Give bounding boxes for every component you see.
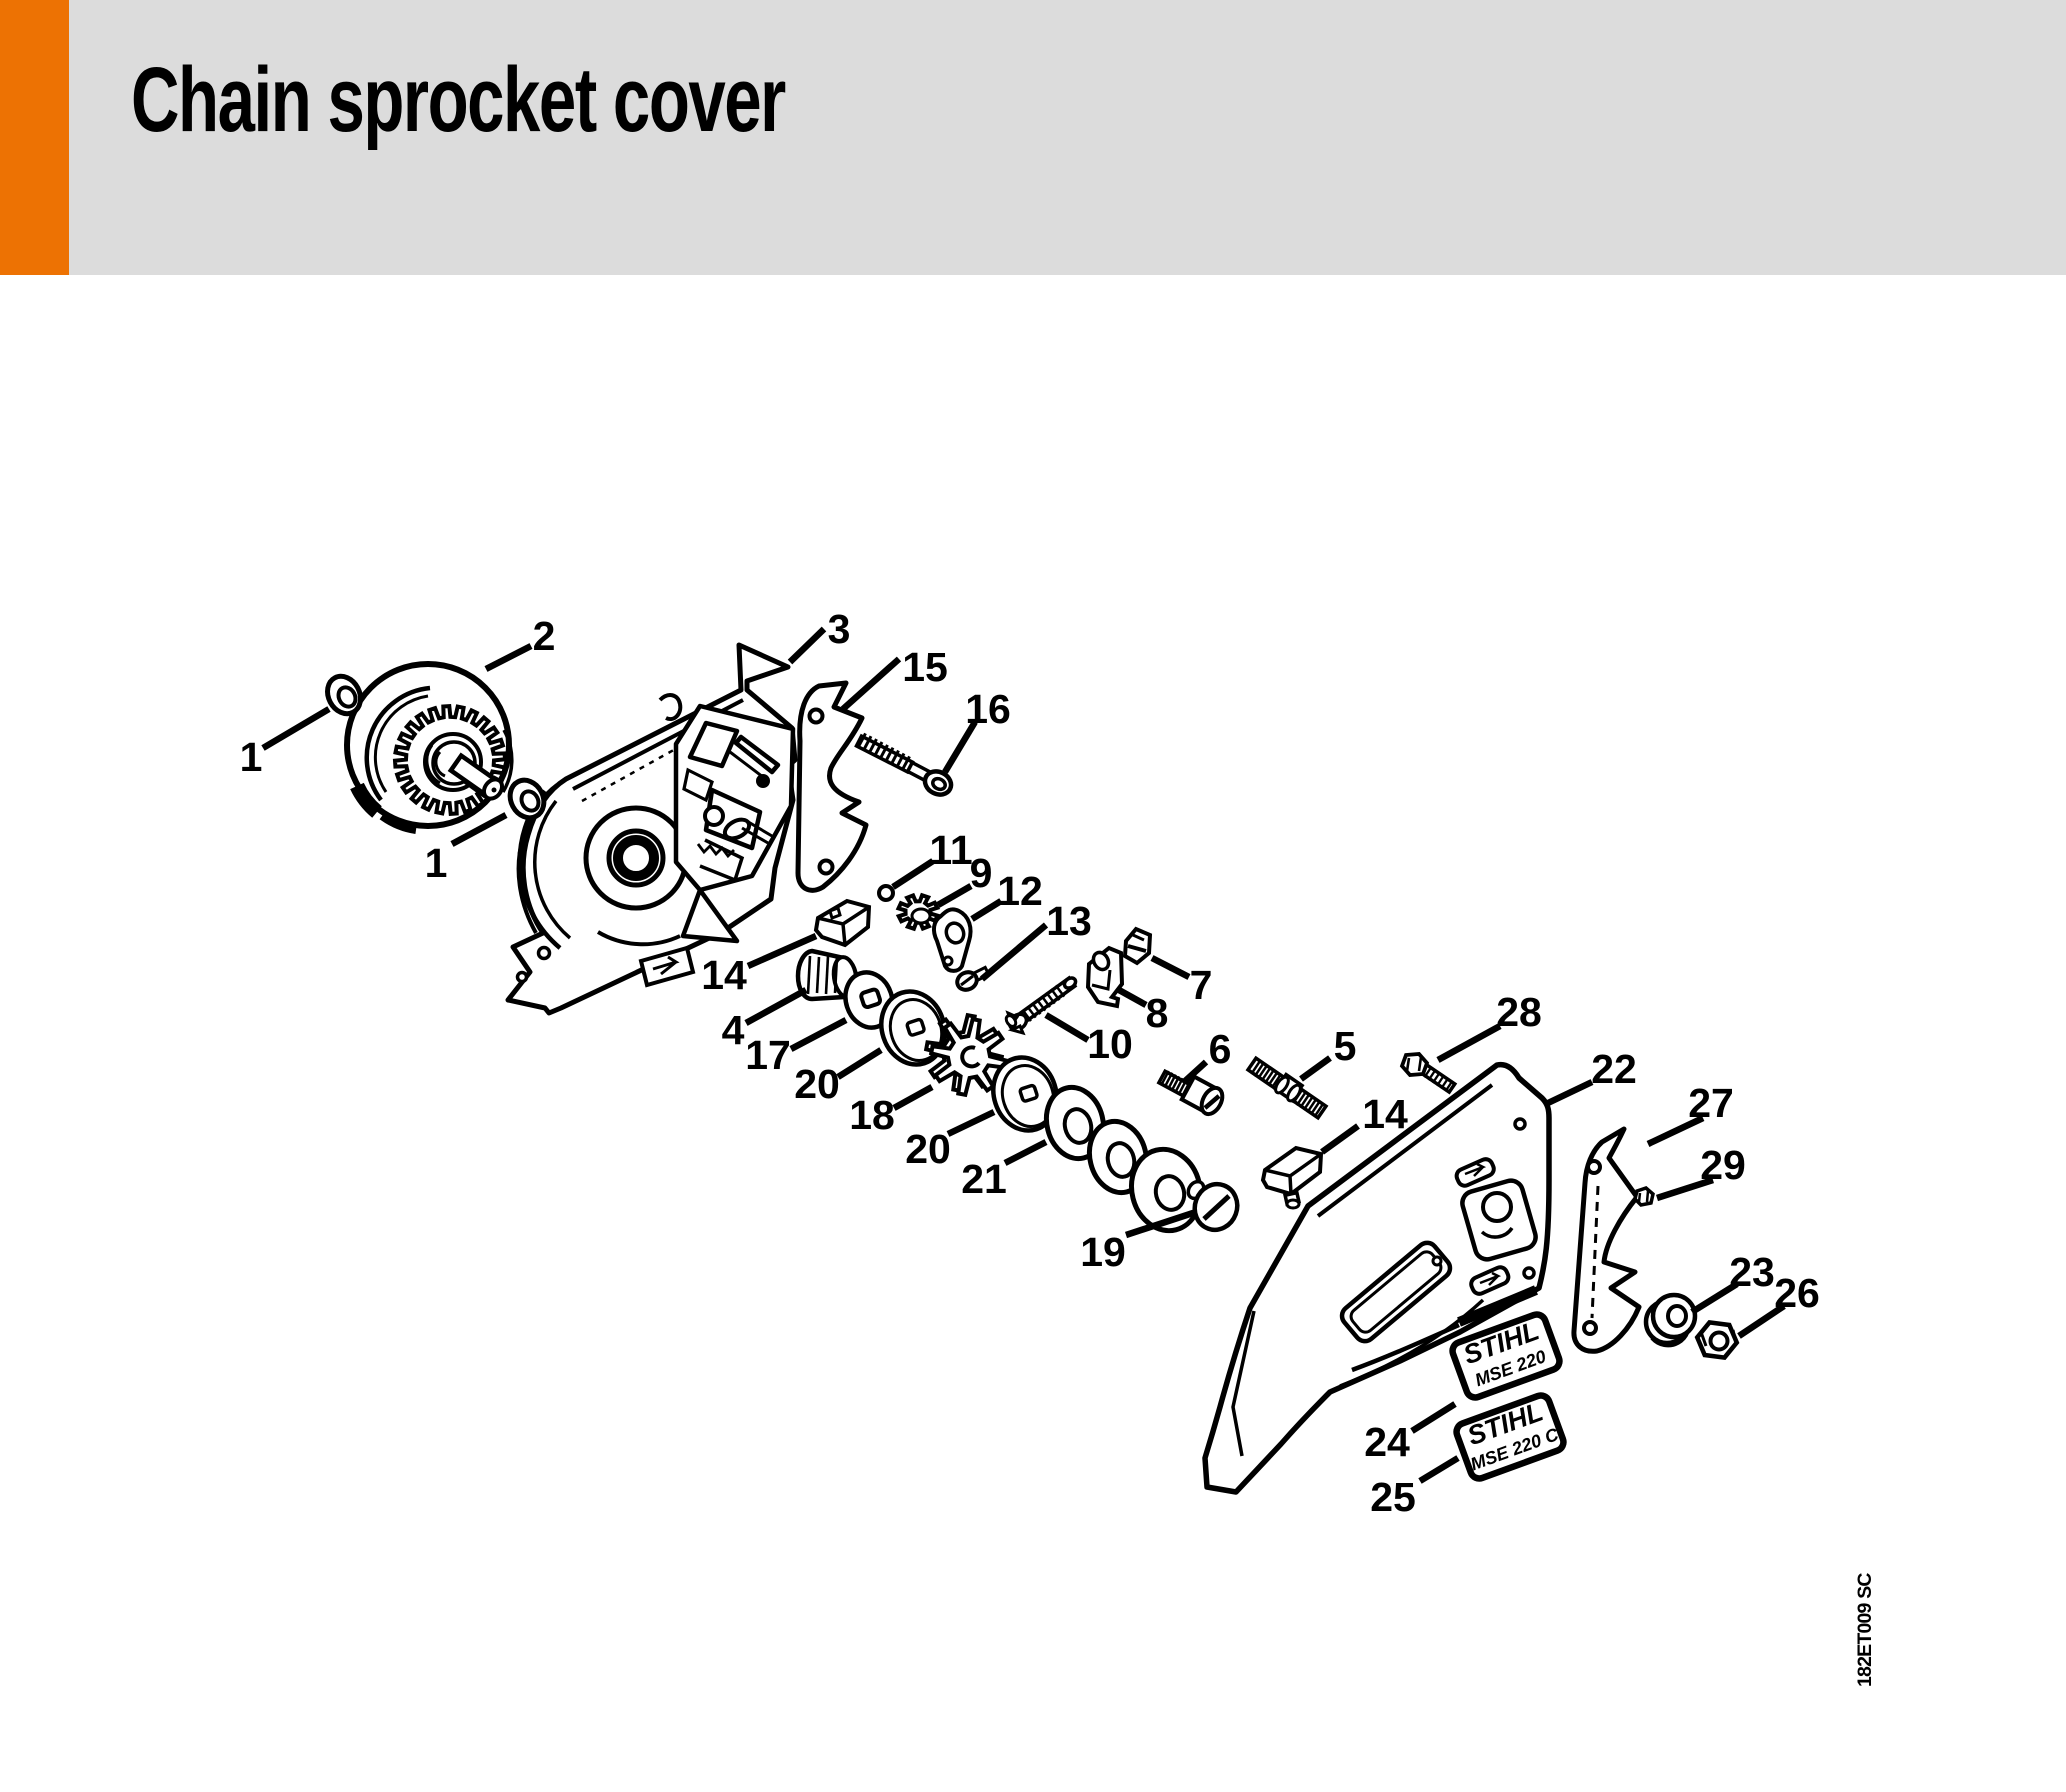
svg-text:14: 14 bbox=[1362, 1091, 1408, 1137]
svg-text:20: 20 bbox=[905, 1126, 951, 1172]
svg-text:21: 21 bbox=[961, 1156, 1007, 1202]
svg-text:18: 18 bbox=[849, 1092, 895, 1138]
svg-text:3: 3 bbox=[828, 606, 851, 652]
svg-text:9: 9 bbox=[970, 850, 993, 896]
svg-text:7: 7 bbox=[1190, 962, 1213, 1008]
svg-text:13: 13 bbox=[1046, 898, 1092, 944]
svg-text:14: 14 bbox=[701, 952, 747, 998]
svg-text:20: 20 bbox=[794, 1061, 840, 1107]
svg-text:8: 8 bbox=[1146, 990, 1169, 1036]
svg-text:11: 11 bbox=[929, 827, 972, 873]
svg-text:28: 28 bbox=[1496, 989, 1542, 1035]
svg-text:25: 25 bbox=[1370, 1474, 1416, 1520]
svg-text:23: 23 bbox=[1729, 1249, 1775, 1295]
svg-text:16: 16 bbox=[965, 686, 1011, 732]
svg-text:1: 1 bbox=[425, 840, 448, 886]
svg-text:12: 12 bbox=[997, 868, 1043, 914]
svg-text:26: 26 bbox=[1774, 1270, 1820, 1316]
svg-text:22: 22 bbox=[1591, 1046, 1637, 1092]
svg-text:1: 1 bbox=[240, 734, 263, 780]
svg-text:182ET009 SC: 182ET009 SC bbox=[1854, 1573, 1876, 1687]
svg-text:15: 15 bbox=[902, 644, 948, 690]
svg-text:5: 5 bbox=[1334, 1023, 1357, 1069]
svg-text:19: 19 bbox=[1080, 1229, 1126, 1275]
svg-text:24: 24 bbox=[1364, 1419, 1410, 1465]
svg-text:27: 27 bbox=[1688, 1080, 1734, 1126]
svg-text:4: 4 bbox=[722, 1007, 745, 1053]
svg-text:17: 17 bbox=[745, 1032, 791, 1078]
svg-text:6: 6 bbox=[1209, 1026, 1232, 1072]
svg-text:29: 29 bbox=[1700, 1142, 1746, 1188]
svg-text:2: 2 bbox=[533, 613, 556, 659]
svg-text:10: 10 bbox=[1087, 1021, 1133, 1067]
